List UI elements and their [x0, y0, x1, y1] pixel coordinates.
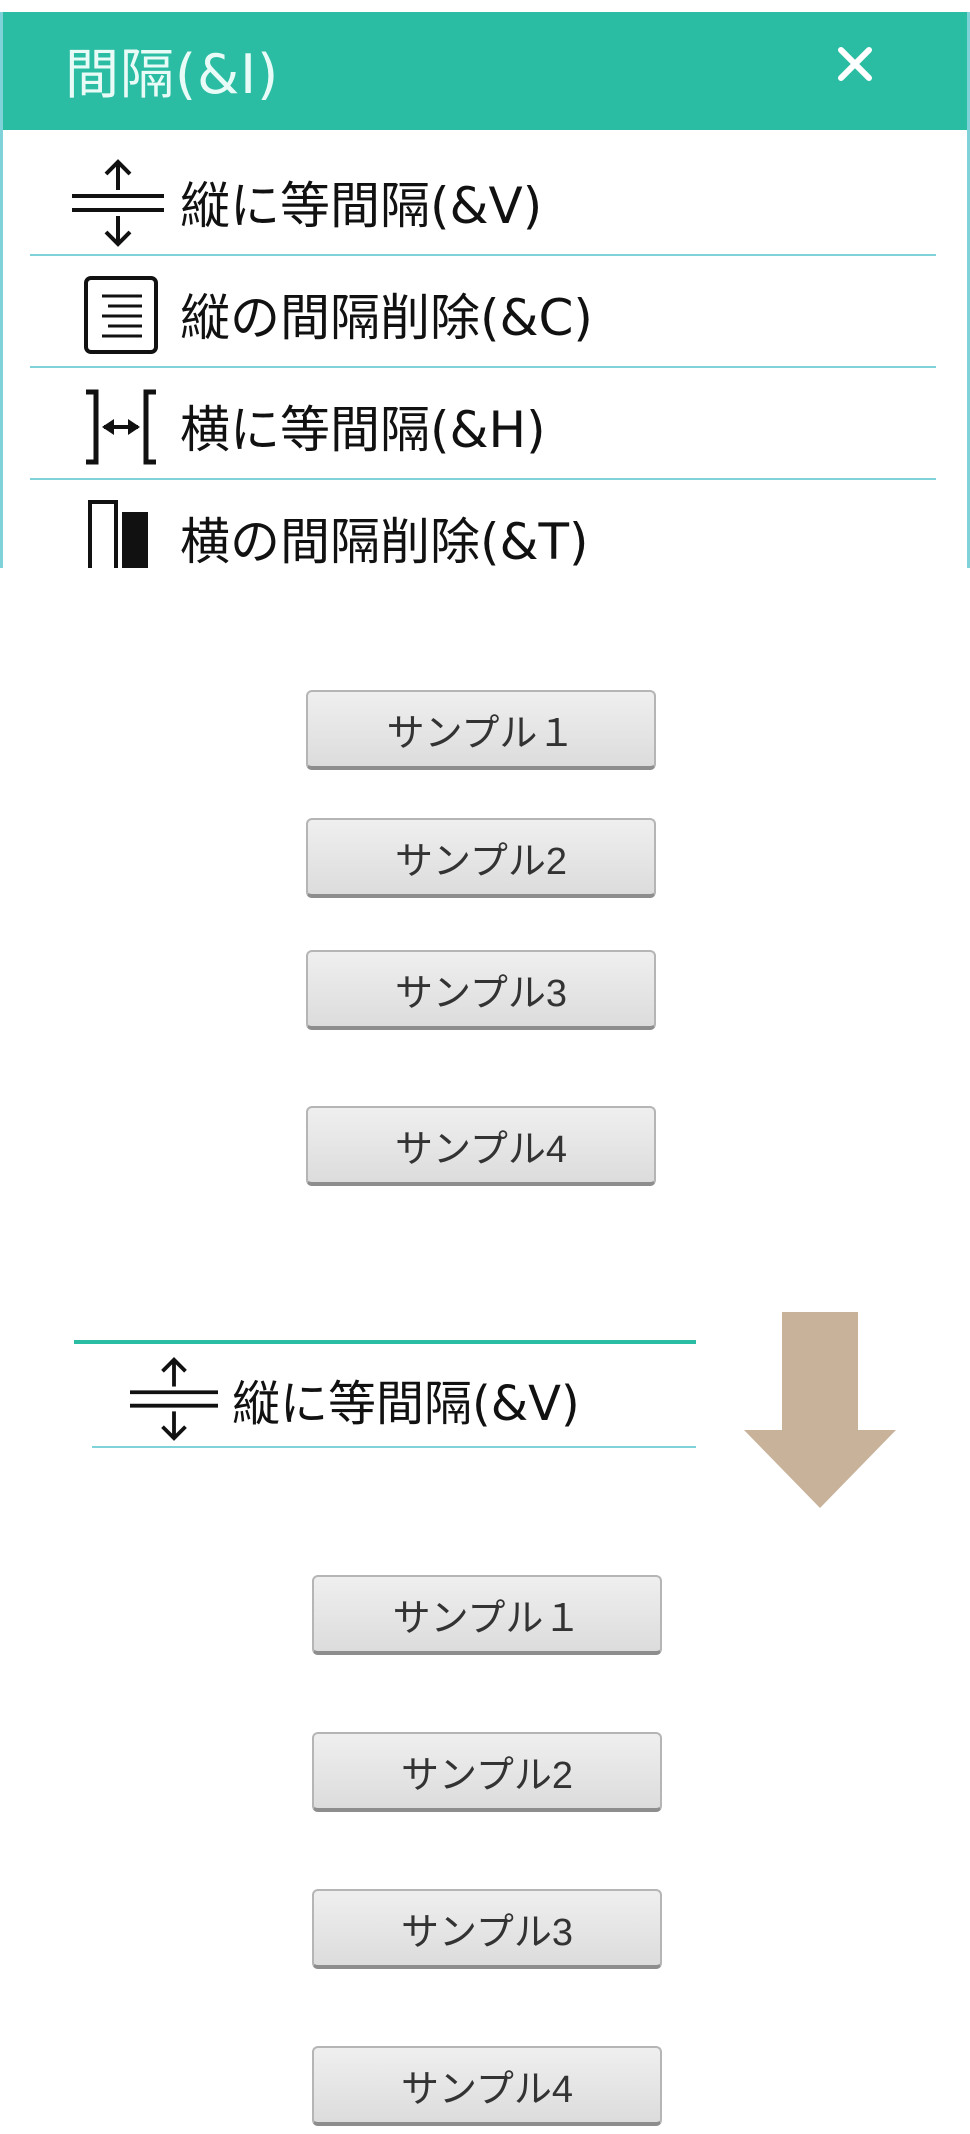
spacing-menu-panel: 間隔(&I) 縦に等間隔(&V) 縦の間隔削除(&C — [0, 12, 970, 568]
panel-title: 間隔(&I) — [65, 43, 280, 106]
sample-button-4[interactable]: サンプル4 — [306, 1106, 656, 1186]
menu-item-remove-vertical-spacing[interactable]: 縦の間隔削除(&C) — [30, 256, 936, 368]
sample-button-1[interactable]: サンプル１ — [306, 690, 656, 770]
vertical-equal-spacing-icon — [130, 1357, 218, 1441]
sample-button-3[interactable]: サンプル3 — [306, 950, 656, 1030]
separator-line — [92, 1446, 696, 1448]
close-button[interactable] — [825, 34, 885, 94]
menu-item-label: 縦に等間隔(&V) — [180, 177, 543, 235]
example-menu-item-vertical-equal-spacing[interactable]: 縦に等間隔(&V) — [74, 1340, 696, 1448]
highlight-line — [74, 1340, 696, 1344]
sample-button-1-after[interactable]: サンプル１ — [312, 1575, 662, 1655]
remove-horizontal-spacing-icon — [88, 500, 148, 568]
menu-item-vertical-equal-spacing[interactable]: 縦に等間隔(&V) — [30, 144, 936, 256]
sample-button-2-after[interactable]: サンプル2 — [312, 1732, 662, 1812]
menu-item-horizontal-equal-spacing[interactable]: 横に等間隔(&H) — [30, 368, 936, 480]
horizontal-equal-spacing-icon — [86, 389, 156, 465]
example-menu-item-label: 縦に等間隔(&V) — [232, 1376, 580, 1432]
sample-button-4-after[interactable]: サンプル4 — [312, 2046, 662, 2126]
menu-item-label: 横に等間隔(&H) — [180, 401, 546, 459]
menu-item-label: 縦の間隔削除(&C) — [180, 289, 593, 347]
vertical-equal-spacing-icon — [72, 159, 164, 247]
arrow-down-icon — [744, 1312, 896, 1508]
panel-header: 間隔(&I) — [3, 12, 967, 130]
menu-item-remove-horizontal-spacing[interactable]: 横の間隔削除(&T) — [30, 480, 936, 568]
sample-button-2[interactable]: サンプル2 — [306, 818, 656, 898]
close-icon — [838, 47, 872, 81]
menu-item-label: 横の間隔削除(&T) — [180, 513, 589, 568]
sample-button-3-after[interactable]: サンプル3 — [312, 1889, 662, 1969]
remove-vertical-spacing-icon — [84, 276, 158, 354]
